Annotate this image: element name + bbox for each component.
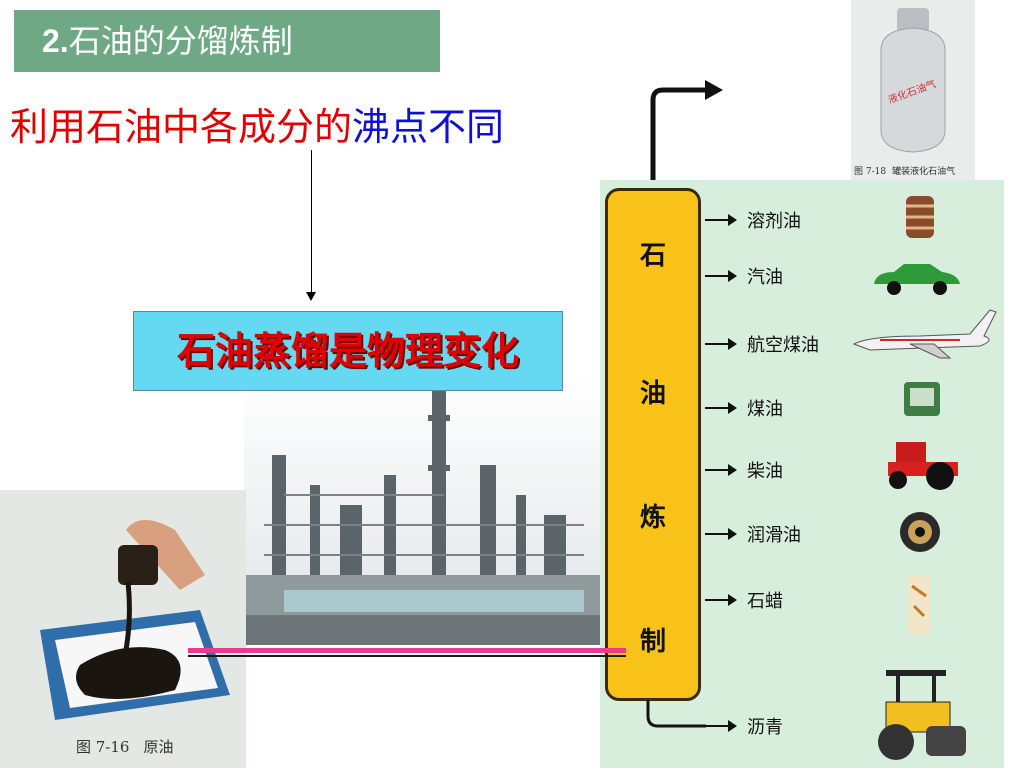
refinery-link-shadow bbox=[188, 655, 626, 657]
candle-icon bbox=[908, 576, 930, 634]
subtitle: 利用石油中各成分的沸点不同 bbox=[10, 96, 504, 151]
cylinder-caption-name: 罐装液化石油气 bbox=[892, 167, 956, 177]
product-label: 沥青 bbox=[747, 717, 783, 738]
column-char-2: 油 bbox=[639, 379, 666, 409]
tractor-icon bbox=[888, 442, 958, 490]
product-row-kerosene: 煤油 bbox=[705, 396, 783, 420]
refinery-link-line bbox=[188, 648, 626, 653]
cylinder-caption-figure: 图 7-18 bbox=[854, 167, 887, 177]
product-row-lubricant: 润滑油 bbox=[705, 522, 801, 546]
product-row-asphalt: 沥青 bbox=[705, 714, 783, 738]
product-arrow bbox=[705, 214, 737, 226]
product-arrow bbox=[705, 528, 737, 540]
gas-outlet-arrow bbox=[650, 80, 723, 186]
product-arrow bbox=[705, 720, 737, 732]
product-arrow bbox=[705, 402, 737, 414]
gas-cylinder-photo: 液化石油气 bbox=[851, 0, 975, 180]
conclusion-text: 石油蒸馏是物理变化 bbox=[176, 329, 519, 373]
crude-caption-name: 原油 bbox=[143, 738, 174, 756]
product-row-gasoline: 汽油 bbox=[705, 264, 783, 288]
product-label: 汽油 bbox=[747, 267, 783, 288]
column-char-1: 石 bbox=[639, 241, 666, 271]
product-arrow bbox=[705, 464, 737, 476]
product-arrow bbox=[705, 594, 737, 606]
distillation-column: 石 油 炼 制 bbox=[605, 188, 701, 701]
refinery-photo bbox=[244, 375, 606, 645]
title-text: 石油的分馏炼制 bbox=[68, 22, 293, 60]
product-label: 石蜡 bbox=[747, 591, 783, 612]
subtitle-red: 利用石油中各成分的 bbox=[10, 105, 353, 149]
crude-oil-caption: 图 7-16 原油 bbox=[76, 736, 187, 757]
crude-oil-illustration bbox=[0, 490, 246, 768]
connector-line bbox=[311, 150, 312, 295]
product-row-diesel: 柴油 bbox=[705, 458, 783, 482]
product-label: 润滑油 bbox=[747, 525, 801, 546]
product-arrow bbox=[705, 270, 737, 282]
car-icon bbox=[874, 264, 960, 295]
product-row-jet-fuel: 航空煤油 bbox=[705, 332, 819, 356]
product-label: 航空煤油 bbox=[747, 335, 819, 356]
conclusion-box: 石油蒸馏是物理变化 bbox=[133, 311, 563, 391]
product-row-paraffin: 石蜡 bbox=[705, 588, 783, 612]
barrel-icon bbox=[906, 196, 934, 238]
column-char-4: 制 bbox=[639, 627, 666, 657]
product-label: 柴油 bbox=[747, 461, 783, 482]
gear-icon bbox=[900, 512, 940, 552]
connector-arrowhead bbox=[306, 292, 316, 301]
stove-icon bbox=[904, 382, 940, 416]
slide-title: 2.石油的分馏炼制 bbox=[14, 10, 440, 72]
product-arrow bbox=[705, 338, 737, 350]
product-row-solvent: 溶剂油 bbox=[705, 208, 801, 232]
road-roller-icon bbox=[878, 670, 966, 760]
gas-cylinder-illustration: 液化石油气 bbox=[851, 0, 975, 180]
column-char-3: 炼 bbox=[639, 503, 666, 533]
crude-caption-figure: 图 7-16 bbox=[76, 738, 130, 756]
subtitle-blue: 沸点不同 bbox=[352, 105, 505, 149]
airplane-icon bbox=[852, 309, 997, 359]
crude-oil-photo bbox=[0, 490, 246, 768]
cylinder-caption: 图 7-18 罐装液化石油气 bbox=[854, 164, 961, 177]
title-number: 2. bbox=[42, 23, 69, 59]
asphalt-outlet-pipe bbox=[646, 700, 706, 728]
product-label: 溶剂油 bbox=[747, 211, 801, 232]
product-label: 煤油 bbox=[747, 399, 783, 420]
